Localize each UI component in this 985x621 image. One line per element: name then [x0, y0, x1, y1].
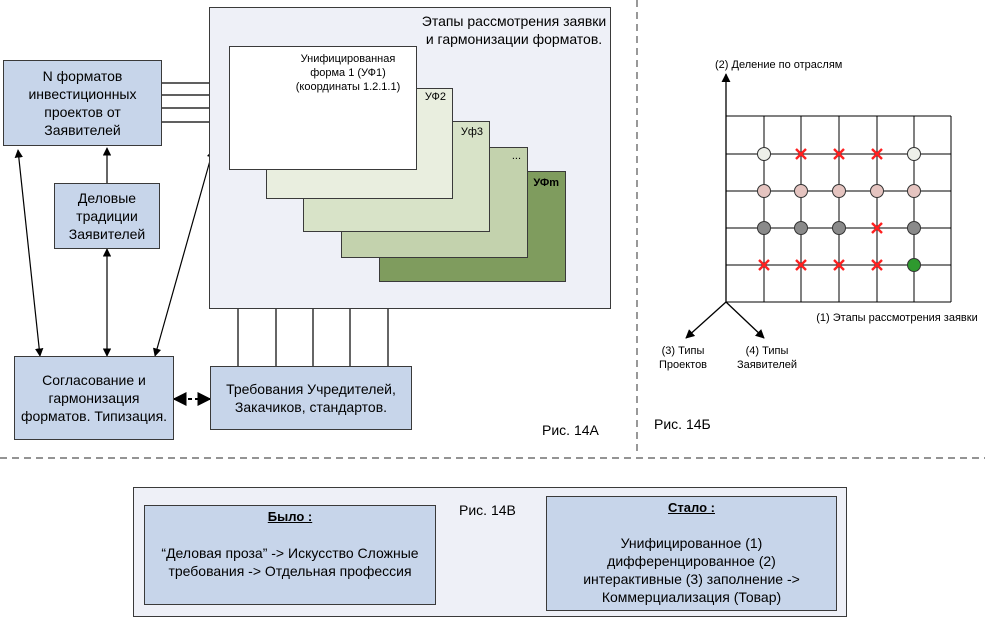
- before-box: Было : “Деловая проза” -> Искусство Слож…: [144, 505, 436, 605]
- caption-fig-14b: Рис. 14Б: [654, 416, 711, 432]
- axis-x-label: (1) Этапы рассмотрения заявки: [816, 312, 978, 324]
- cross-mark: [871, 148, 883, 160]
- axis-z2-line: [725, 301, 765, 339]
- before-title: Было :: [267, 509, 313, 524]
- stages-title: Этапы рассмотрения заявки и гармонизации…: [421, 13, 607, 47]
- gray-node: [794, 221, 808, 235]
- before-text: “Деловая проза” -> Искусство Сложные тре…: [161, 545, 419, 579]
- cross-mark: [758, 259, 770, 271]
- formats-box: N форматов инвестиционных проектов от За…: [3, 60, 162, 146]
- form-card-m-label: УФm: [533, 177, 559, 189]
- form-card-1: Унифицированная форма 1 (УФ1) (координат…: [229, 46, 417, 170]
- form-card-3-label: Уф3: [460, 126, 483, 138]
- caption-fig-14a: Рис. 14А: [542, 422, 599, 438]
- form-card-1-label: Унифицированная форма 1 (УФ1) (координат…: [295, 53, 401, 93]
- pink-node: [870, 184, 884, 198]
- cross-mark: [833, 148, 845, 160]
- pink-node: [832, 184, 846, 198]
- pink-node: [794, 184, 808, 198]
- cross-mark: [871, 259, 883, 271]
- requirements-box: Требования Учредителей, Закачиков, станд…: [210, 366, 412, 430]
- harmonization-box: Согласование и гармонизация форматов. Ти…: [14, 356, 174, 440]
- traditions-box: Деловые традиции Заявителей: [54, 183, 160, 249]
- gray-node: [907, 221, 921, 235]
- form-card-2-label: УФ2: [424, 91, 446, 103]
- axis-z2-label: (4) Типы Заявителей: [736, 345, 798, 371]
- green-node: [907, 258, 921, 272]
- grid-lines: [726, 115, 952, 303]
- axis-y-label: (2) Деление по отраслям: [715, 59, 843, 71]
- grid-nodes: [757, 147, 921, 272]
- cross-mark: [871, 222, 883, 234]
- pink-node: [757, 184, 771, 198]
- after-title: Стало :: [668, 500, 715, 515]
- after-box: Стало : Унифицированное (1) дифференциро…: [546, 496, 837, 611]
- form-card-4-label: ...: [511, 150, 521, 162]
- gray-node: [757, 221, 771, 235]
- cross-mark: [833, 259, 845, 271]
- light-node: [757, 147, 771, 161]
- after-text: Унифицированное (1) дифференцированное (…: [583, 535, 800, 605]
- cross-mark: [795, 148, 807, 160]
- axis-z1-line: [685, 301, 727, 339]
- axis-z1-label: (3) Типы Проектов: [658, 345, 708, 371]
- gray-node: [832, 221, 846, 235]
- formats-harmonization-arrow: [14, 149, 44, 357]
- light-node: [907, 147, 921, 161]
- harmonization-form-arrow: [153, 149, 215, 357]
- caption-fig-14v: Рис. 14В: [459, 502, 516, 518]
- pink-node: [907, 184, 921, 198]
- cross-mark: [795, 259, 807, 271]
